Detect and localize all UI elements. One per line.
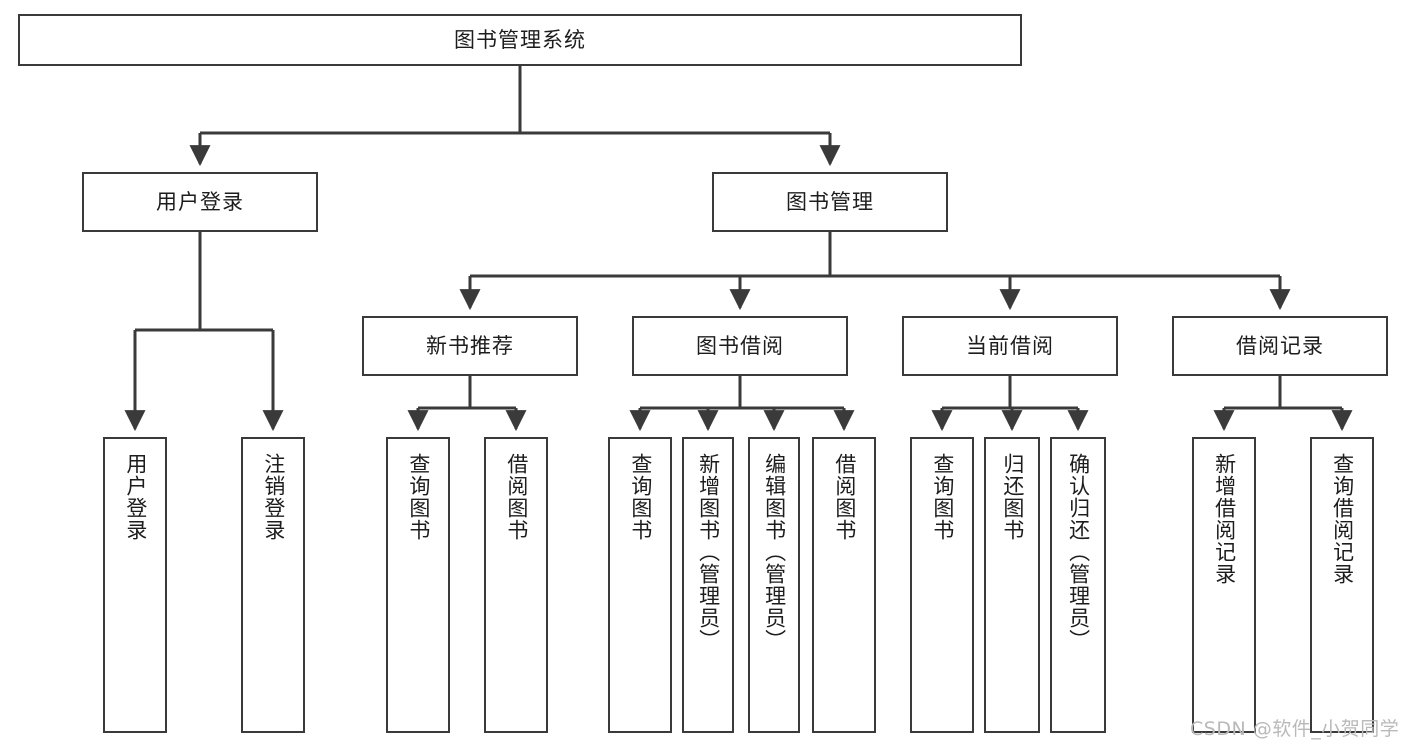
node-label: 查询图书 xyxy=(628,453,653,541)
node-book-management[interactable]: 图书管理 xyxy=(712,172,948,232)
node-label: 用户登录 xyxy=(123,453,148,541)
leaf-edit-book-admin[interactable]: 编辑图书（管理员） xyxy=(748,437,800,733)
watermark: CSDN @软件_小贺同学 xyxy=(1190,718,1400,740)
node-label: 新书推荐 xyxy=(426,333,514,358)
leaf-logout-login[interactable]: 注销登录 xyxy=(241,437,305,733)
node-label: 图书管理系统 xyxy=(454,27,586,52)
node-book-borrow[interactable]: 图书借阅 xyxy=(632,316,848,376)
leaf-confirm-return-admin[interactable]: 确认归还（管理员） xyxy=(1050,437,1106,733)
node-label: 借阅记录 xyxy=(1236,333,1324,358)
leaf-query-book-borrow[interactable]: 查询图书 xyxy=(608,437,672,733)
node-label: 查询图书 xyxy=(406,453,431,541)
node-label: 新增借阅记录 xyxy=(1212,453,1237,585)
leaf-borrow-book[interactable]: 借阅图书 xyxy=(812,437,876,733)
node-label: 确认归还（管理员） xyxy=(1066,453,1091,651)
leaf-query-book-current[interactable]: 查询图书 xyxy=(910,437,974,733)
node-label: 图书管理 xyxy=(786,189,874,214)
leaf-query-borrow-record[interactable]: 查询借阅记录 xyxy=(1310,437,1374,733)
node-new-book-recommend[interactable]: 新书推荐 xyxy=(362,316,578,376)
node-label: 新增图书（管理员） xyxy=(696,453,721,651)
node-user-login[interactable]: 用户登录 xyxy=(82,172,318,232)
leaf-add-borrow-record[interactable]: 新增借阅记录 xyxy=(1192,437,1256,733)
node-borrow-record[interactable]: 借阅记录 xyxy=(1172,316,1388,376)
node-current-borrow[interactable]: 当前借阅 xyxy=(902,316,1118,376)
node-label: 用户登录 xyxy=(156,189,244,214)
node-label: 查询图书 xyxy=(930,453,955,541)
node-label: 查询借阅记录 xyxy=(1330,453,1355,585)
node-label: 编辑图书（管理员） xyxy=(762,453,787,651)
node-label: 图书借阅 xyxy=(696,333,784,358)
leaf-user-login[interactable]: 用户登录 xyxy=(103,437,167,733)
node-label: 借阅图书 xyxy=(504,453,529,541)
leaf-add-book-admin[interactable]: 新增图书（管理员） xyxy=(682,437,734,733)
node-label: 当前借阅 xyxy=(966,333,1054,358)
node-label: 借阅图书 xyxy=(832,453,857,541)
node-label: 注销登录 xyxy=(261,453,286,541)
leaf-borrow-book-recommend[interactable]: 借阅图书 xyxy=(484,437,548,733)
node-label: 归还图书 xyxy=(1000,453,1025,541)
node-root[interactable]: 图书管理系统 xyxy=(18,14,1022,66)
leaf-return-book[interactable]: 归还图书 xyxy=(984,437,1040,733)
leaf-query-book-recommend[interactable]: 查询图书 xyxy=(386,437,450,733)
